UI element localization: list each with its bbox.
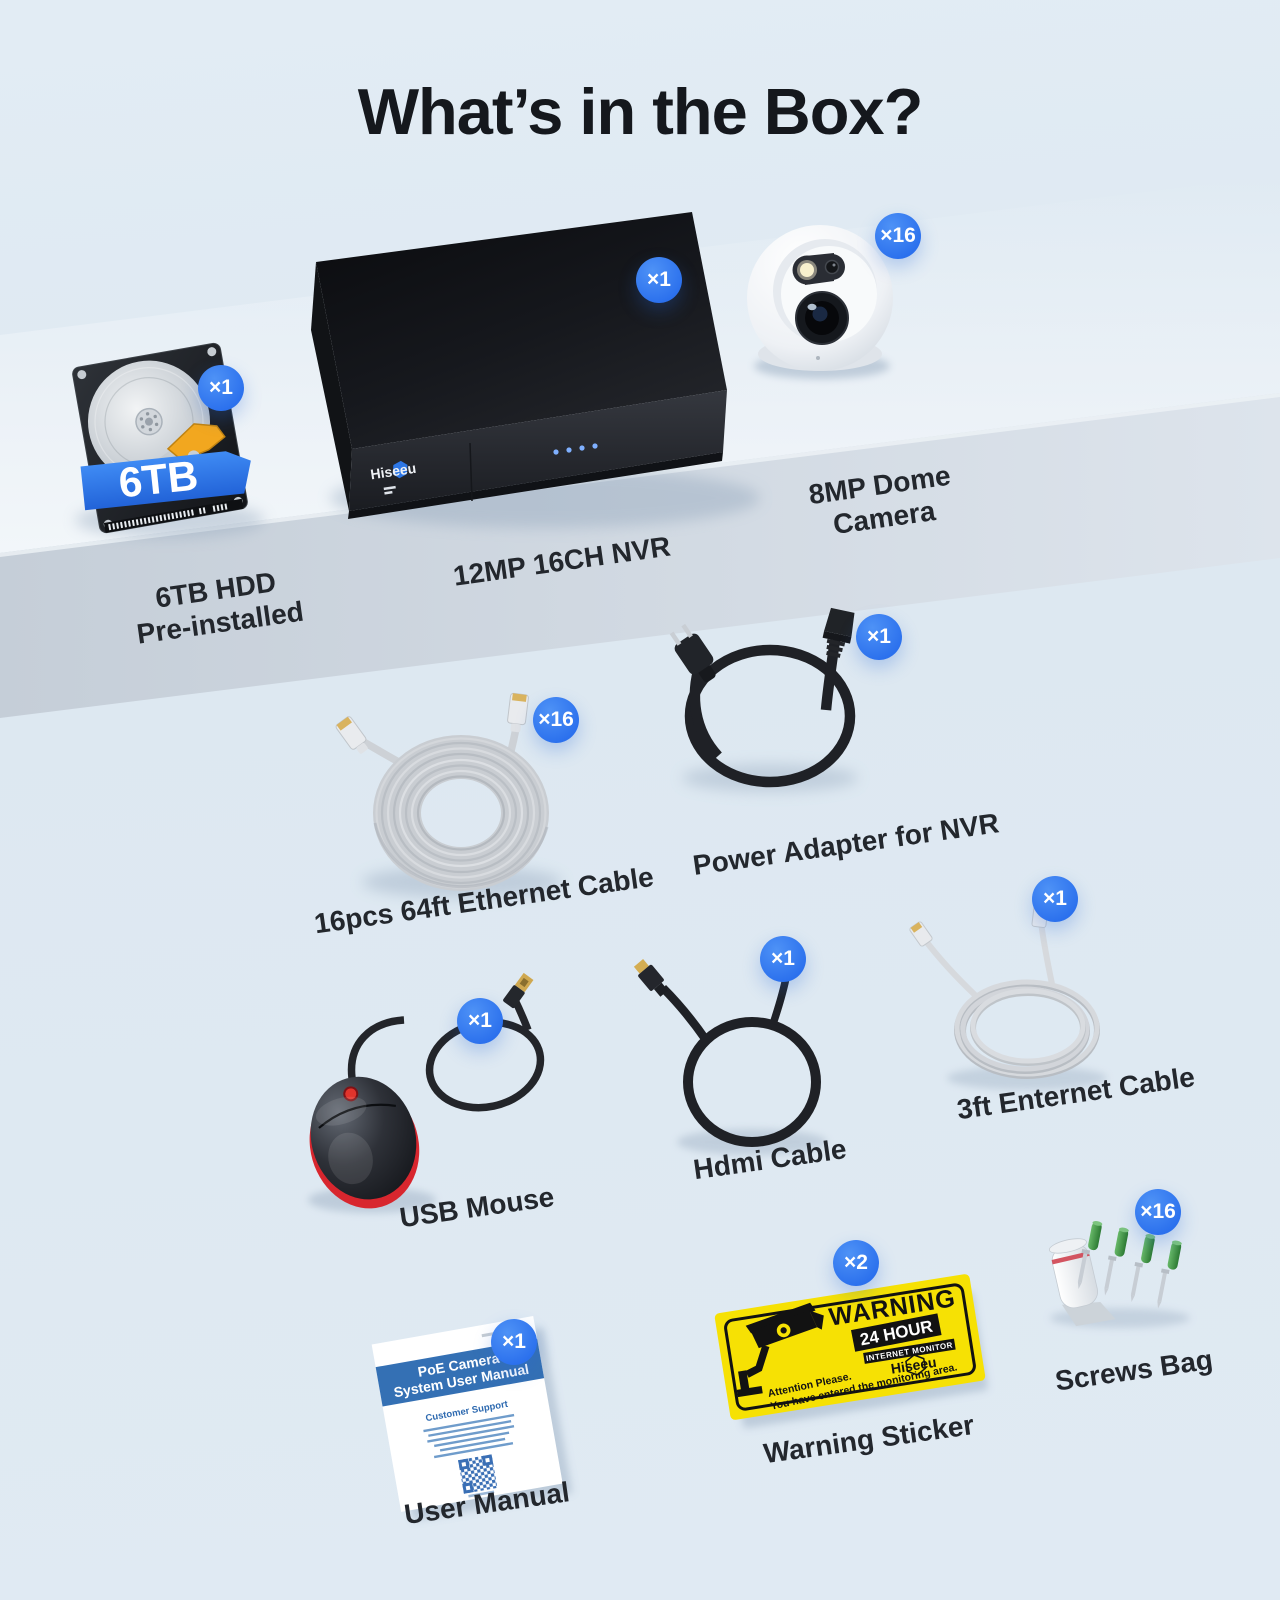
qty-badge-ethernet: ×16 bbox=[533, 697, 579, 743]
rj45-connector bbox=[909, 921, 933, 947]
qty-badge-user-manual: ×1 bbox=[491, 1319, 537, 1365]
power-plug bbox=[669, 623, 716, 683]
hdd-capacity-banner: 6TB bbox=[80, 451, 251, 511]
qty-badge-usb-mouse: ×1 bbox=[457, 998, 503, 1044]
nvr-brand: Hiseeu bbox=[369, 460, 417, 495]
mouse-body bbox=[309, 1076, 420, 1209]
user-manual-image: PoE Camera System User Manual Customer S… bbox=[371, 1316, 573, 1522]
screws-bag-image bbox=[1048, 1221, 1190, 1328]
screws-bag bbox=[1048, 1238, 1116, 1327]
camera-led-cluster bbox=[792, 253, 845, 285]
qty-badge-power-adapter: ×1 bbox=[856, 614, 902, 660]
rj45-connector bbox=[507, 692, 529, 733]
dome-camera-image bbox=[747, 225, 893, 379]
nvr-leds bbox=[553, 443, 598, 455]
hdmi-loop bbox=[683, 1017, 821, 1147]
manual-qr-code bbox=[458, 1454, 498, 1494]
mouse-scroll-dot bbox=[343, 1086, 359, 1102]
qty-badge-hdmi: ×1 bbox=[760, 936, 806, 982]
qty-badge-screws-bag: ×16 bbox=[1135, 1189, 1181, 1235]
warning-sticker-image: WARNING 24 HOUR INTERNET MONITOR Hiseeu … bbox=[714, 1274, 988, 1429]
sticker-brand-text: Hiseeu bbox=[890, 1354, 938, 1377]
power-cable-loop bbox=[684, 644, 856, 788]
usb-connector bbox=[503, 972, 534, 1009]
hdmi-cable-image bbox=[633, 959, 827, 1155]
power-adapter-image bbox=[669, 607, 858, 792]
usb-mouse-image bbox=[308, 972, 545, 1213]
qty-badge-camera: ×16 bbox=[875, 213, 921, 259]
hdd-pins bbox=[108, 503, 228, 531]
cctv-camera-icon bbox=[736, 1302, 824, 1398]
camera-lens bbox=[795, 291, 849, 345]
power-connector bbox=[822, 607, 855, 658]
hdd-capacity-text: 6TB bbox=[116, 451, 200, 506]
short-ethernet-image bbox=[909, 904, 1107, 1090]
hdmi-connector bbox=[633, 959, 669, 997]
nvr-top-face bbox=[316, 212, 727, 449]
screws bbox=[1077, 1221, 1182, 1309]
rj45-connector bbox=[335, 716, 368, 754]
nvr-front-face bbox=[349, 390, 727, 511]
ethernet-cable-image bbox=[335, 692, 562, 898]
qty-badge-hdd: ×1 bbox=[198, 365, 244, 411]
qty-badge-nvr: ×1 bbox=[636, 257, 682, 303]
qty-badge-warning-sticker: ×2 bbox=[833, 1240, 879, 1286]
qty-badge-short-ethernet: ×1 bbox=[1032, 876, 1078, 922]
page-title: What’s in the Box? bbox=[357, 75, 924, 148]
nvr-brand-text: Hiseeu bbox=[369, 460, 417, 483]
nvr-image: Hiseeu bbox=[311, 212, 760, 528]
cable-coil bbox=[373, 735, 549, 891]
manual-text-lines bbox=[423, 1413, 515, 1459]
